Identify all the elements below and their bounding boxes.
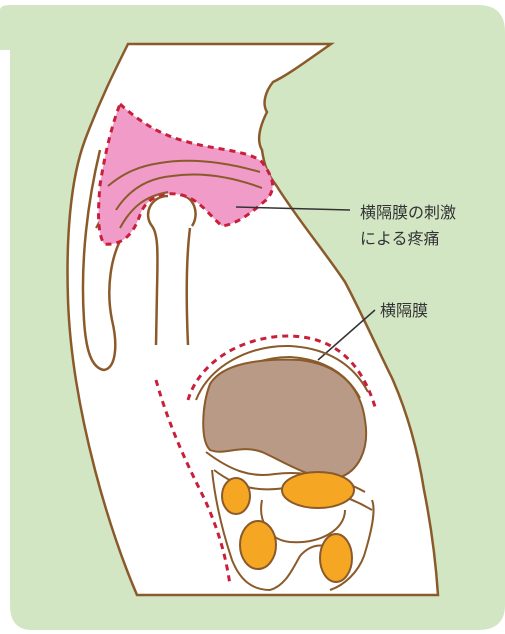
intestine-1 [282, 472, 354, 508]
intestine-2 [222, 478, 250, 514]
intestine-3 [240, 521, 276, 569]
referred-pain-label: 横隔膜の刺激 による疼痛 [360, 200, 456, 252]
referred-pain-label-line2: による疼痛 [360, 226, 456, 252]
diaphragm-label: 横隔膜 [380, 298, 428, 324]
referred-pain-label-line1: 横隔膜の刺激 [360, 200, 456, 226]
intestine-4 [320, 534, 352, 582]
